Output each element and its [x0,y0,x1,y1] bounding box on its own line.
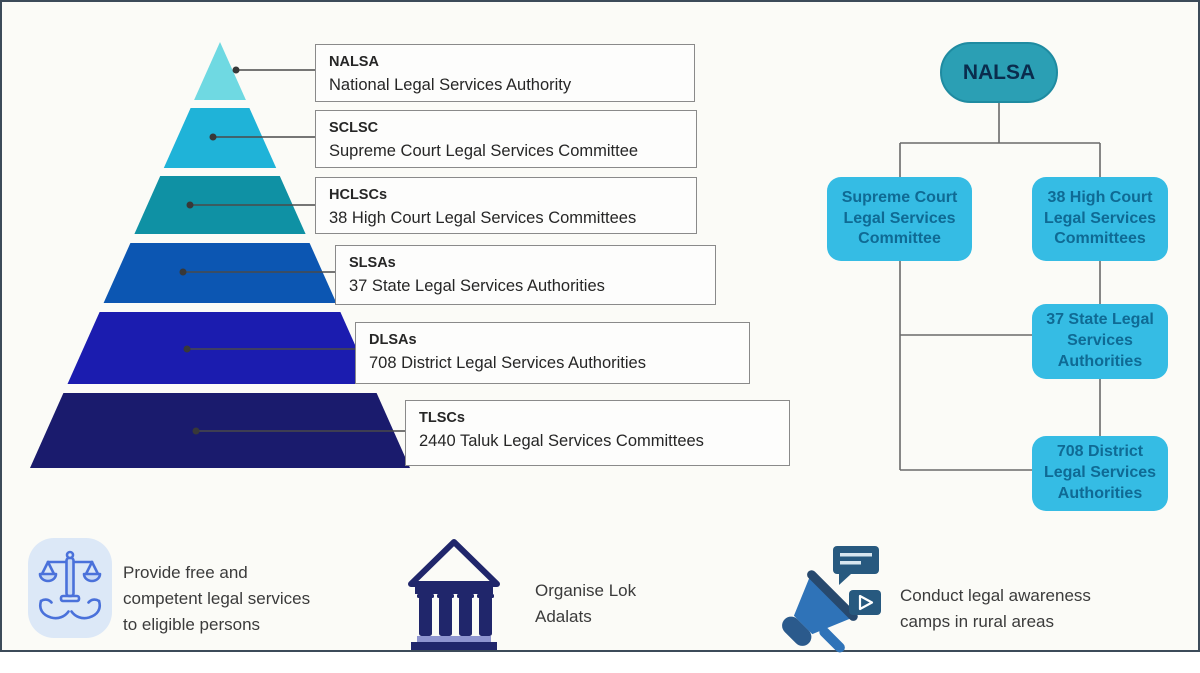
callout-label: 38 High Court Legal Services Committees [329,209,637,227]
org-node-supreme-court-committee: Supreme Court Legal Services Committee [827,177,972,261]
pyramid-level-nalsa [194,42,246,100]
callout-nalsa: NALSA National Legal Services Authority [315,44,695,102]
pyramid-level-dlsa [67,312,373,384]
function-awareness-camps-text: Conduct legal awareness camps in rural a… [900,586,1091,631]
callout-abbr: SLSAs [349,255,396,271]
pyramid-level-sclsc [163,108,277,168]
callout-label: National Legal Services Authority [329,76,572,94]
leader-lines [183,69,405,432]
callout-abbr: DLSAs [369,332,417,348]
callout-abbr: TLSCs [419,410,465,426]
callout-label: 708 District Legal Services Authorities [369,354,646,372]
callout-hclsc: HCLSCs 38 High Court Legal Services Comm… [315,177,697,234]
callout-label: 2440 Taluk Legal Services Committees [419,432,704,450]
org-node-nalsa: NALSA [940,42,1058,103]
org-chart-connectors [899,103,1101,471]
function-legal-services-text: Provide free and competent legal service… [123,563,311,634]
callout-label: Supreme Court Legal Services Committee [329,142,639,160]
video-play-icon [849,590,881,615]
callout-tlsc: TLSCs 2440 Taluk Legal Services Committe… [405,400,790,466]
callout-slsa: SLSAs 37 State Legal Services Authoritie… [335,245,716,305]
org-node-state-authorities: 37 State Legal Services Authorities [1032,304,1168,379]
function-lok-adalats-text: Organise Lok Adalats [535,581,637,626]
org-node-district-authorities: 708 District Legal Services Authorities [1032,436,1168,511]
org-node-high-court-committees: 38 High Court Legal Services Committees [1032,177,1168,261]
pyramid-level-slsa [103,243,337,303]
callout-abbr: HCLSCs [329,187,388,203]
leader-dots [179,66,240,435]
scales-of-justice-icon [28,538,112,638]
callout-abbr: NALSA [329,54,379,70]
pyramid-diagram [30,42,410,468]
callout-label: 37 State Legal Services Authorities [349,277,605,295]
callout-abbr: SCLSC [329,120,379,136]
callout-dlsa: DLSAs 708 District Legal Services Author… [355,322,750,384]
callout-sclsc: SCLSC Supreme Court Legal Services Commi… [315,110,697,168]
speech-bubble-icon [833,546,879,585]
